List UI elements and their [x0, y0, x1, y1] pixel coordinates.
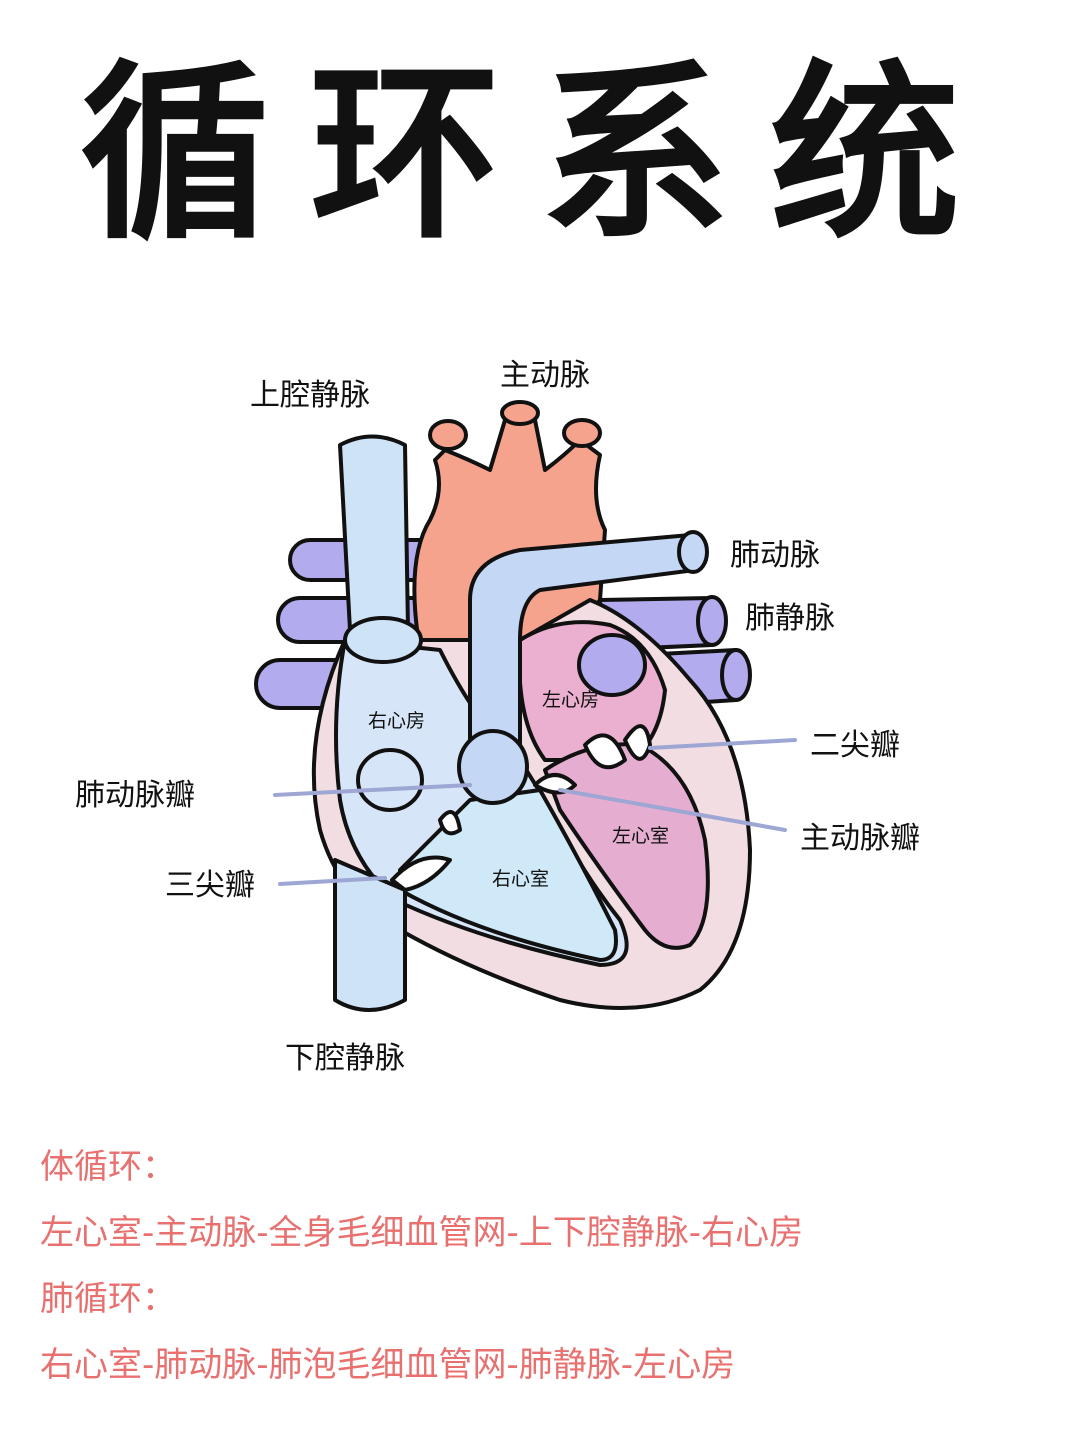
pulmonary-valve-shape: [457, 729, 529, 805]
label-left-ventricle: 左心室: [612, 825, 669, 847]
mitral-valve-shape: [583, 724, 652, 770]
label-mitral-valve: 二尖瓣: [810, 728, 900, 763]
pointer-mitral-valve: [648, 738, 797, 750]
label-pulmonary-valve: 肺动脉瓣: [75, 778, 195, 813]
inferior-vena-cava: [333, 858, 407, 1012]
label-pulmonary-artery: 肺动脉: [730, 538, 820, 573]
aorta-branch-right: [562, 418, 602, 448]
pulmonary-heading: 肺循环：: [40, 1279, 176, 1319]
systemic-heading: 体循环：: [40, 1147, 176, 1187]
tricuspid-valve-shape: [390, 810, 462, 892]
pointer-aortic-valve: [558, 788, 787, 832]
label-pulmonary-vein: 肺静脉: [745, 601, 835, 636]
label-right-ventricle: 右心室: [492, 868, 549, 890]
pointer-tricuspid-valve: [278, 876, 387, 886]
right-atrium-opening: [356, 748, 424, 812]
aortic-valve-shape: [533, 773, 577, 795]
pulmonary-vein-right-2-end: [720, 648, 752, 702]
left-atrium-vessel-opening: [577, 633, 647, 697]
aorta-branch-middle: [500, 400, 540, 426]
label-right-atrium: 右心房: [368, 710, 425, 732]
page-title: 循环系统: [79, 44, 1000, 265]
systemic-path: 左心室-主动脉-全身毛细血管网-上下腔静脉-右心房: [40, 1213, 804, 1253]
label-aorta: 主动脉: [500, 358, 590, 393]
label-inferior-vena-cava: 下腔静脉: [285, 1041, 405, 1076]
label-aortic-valve: 主动脉瓣: [800, 821, 920, 856]
circulation-notes: 体循环： 左心室-主动脉-全身毛细血管网-上下腔静脉-右心房 肺循环： 右心室-…: [40, 1150, 1060, 1414]
pulmonary-vein-right-1-end: [696, 595, 728, 647]
vena-cava: [338, 434, 410, 637]
label-left-atrium: 左心房: [542, 689, 599, 711]
pulmonary-artery-end: [677, 530, 709, 574]
pulmonary-path: 右心室-肺动脉-肺泡毛细血管网-肺静脉-左心房: [40, 1345, 736, 1385]
label-superior-vena-cava: 上腔静脉: [250, 378, 370, 413]
aorta-branch-left: [428, 419, 468, 451]
vena-cava-opening: [343, 616, 423, 664]
pointer-pulmonary-valve: [273, 783, 472, 797]
label-tricuspid-valve: 三尖瓣: [165, 868, 255, 903]
